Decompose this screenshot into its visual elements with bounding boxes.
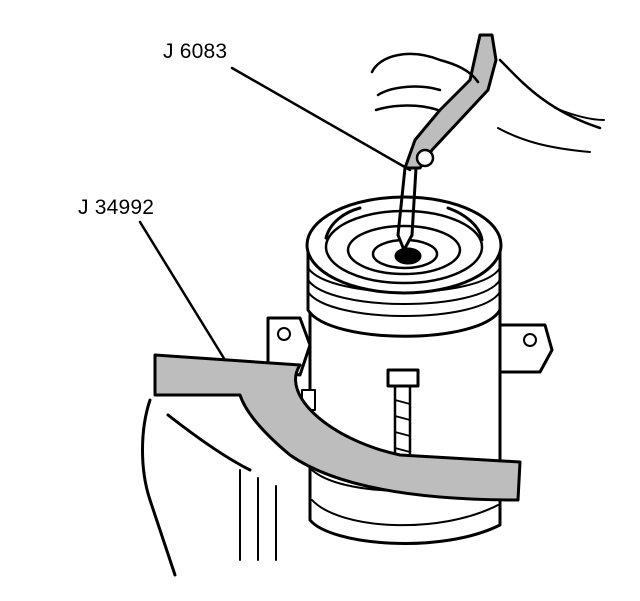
holding-tool bbox=[153, 353, 522, 502]
hand bbox=[370, 52, 605, 153]
leader-line-tool-a bbox=[230, 66, 412, 172]
clutch-pulley bbox=[305, 195, 503, 338]
vise-holder bbox=[141, 398, 277, 577]
tool-label-j6083: J 6083 bbox=[163, 40, 228, 63]
tool-label-j34992: J 34992 bbox=[78, 196, 155, 219]
snap-ring-pliers bbox=[396, 33, 498, 252]
leader-line-tool-b bbox=[138, 220, 227, 362]
